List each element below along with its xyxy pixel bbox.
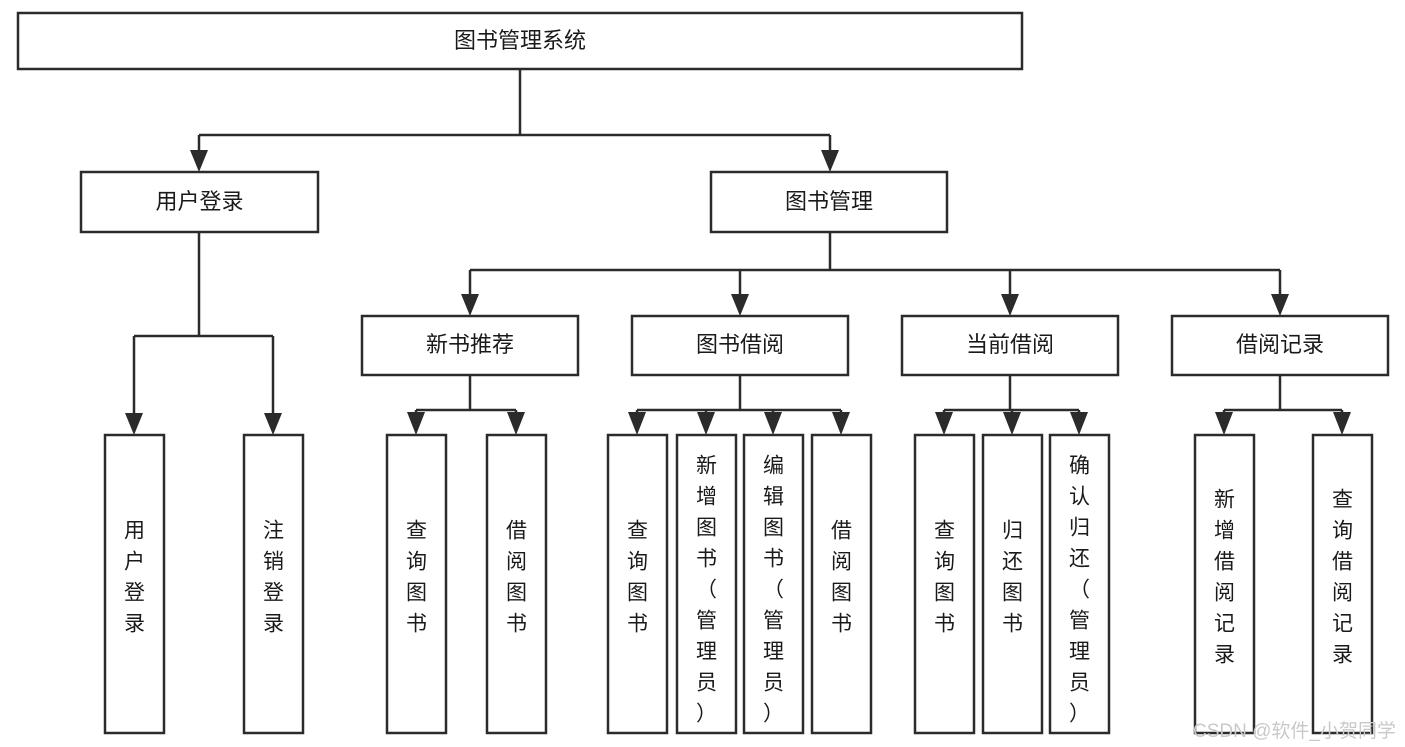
node-leaf-query-book-current-label: 查询图书	[934, 520, 955, 636]
node-leaf-borrow-book-recommend-label: 借阅图书	[506, 520, 527, 636]
node-leaf-query-book-label: 查询图书	[627, 520, 648, 636]
node-leaf-user-login-box[interactable]	[103, 433, 166, 735]
arrow-head-book-management	[821, 150, 839, 172]
node-user-login[interactable]: 用户登录	[79, 170, 320, 234]
node-leaf-add-book-admin-label: 新增图书（管理员）	[696, 455, 717, 726]
node-new-book-recommend-box[interactable]	[360, 314, 580, 377]
arrow-head-leaf-user-login	[125, 413, 143, 435]
leaf-node-layer: 用户登录 注销登录 查询图书 借阅图书 查询图书 新增图书（管理员） 编辑图书（管理员） 借阅…	[103, 433, 1374, 735]
node-leaf-query-borrow-record-box[interactable]	[1311, 433, 1374, 735]
arrow-head-leaf-borrow-book-recommend	[507, 412, 525, 435]
node-leaf-query-book-current-box[interactable]	[913, 433, 976, 735]
arrow-head-leaf-query-book-current	[935, 412, 953, 435]
arrow-head-leaf-return-book	[1003, 412, 1021, 435]
node-leaf-query-book-current[interactable]: 查询图书	[913, 433, 976, 735]
node-borrow-record-box[interactable]	[1170, 314, 1390, 377]
node-leaf-borrow-book-recommend[interactable]: 借阅图书	[485, 433, 548, 735]
node-user-login-label: 用户登录	[155, 189, 243, 214]
node-leaf-confirm-return-admin-label: 确认归还（管理员）	[1069, 455, 1090, 726]
node-leaf-query-book-box[interactable]	[606, 433, 669, 735]
arrow-head-new-book-recommend	[461, 294, 479, 316]
node-leaf-query-borrow-record-label: 查询借阅记录	[1332, 489, 1353, 667]
arrow-head-leaf-add-borrow-record	[1215, 412, 1233, 435]
node-leaf-user-login-label: 用户登录	[124, 520, 145, 636]
node-leaf-query-book[interactable]: 查询图书	[606, 433, 669, 735]
arrow-head-leaf-query-book	[628, 412, 646, 435]
node-leaf-confirm-return-admin-box[interactable]	[1048, 433, 1111, 735]
arrow-head-leaf-query-borrow-record	[1333, 412, 1351, 435]
node-leaf-user-login[interactable]: 用户登录	[103, 433, 166, 735]
node-leaf-query-book-recommend[interactable]: 查询图书	[385, 433, 448, 735]
node-leaf-return-book-box[interactable]	[981, 433, 1044, 735]
node-book-borrow-label: 图书借阅	[696, 332, 784, 357]
node-user-login-box[interactable]	[79, 170, 320, 234]
node-book-borrow-box[interactable]	[630, 314, 850, 377]
node-leaf-query-book-recommend-label: 查询图书	[406, 520, 427, 636]
node-leaf-borrow-book-label: 借阅图书	[831, 520, 852, 636]
node-leaf-confirm-return-admin[interactable]: 确认归还（管理员）	[1048, 433, 1111, 735]
node-leaf-add-borrow-record-box[interactable]	[1193, 433, 1256, 735]
csdn-watermark: CSDN @软件_小贺同学	[1193, 720, 1396, 742]
node-leaf-add-book-admin-box[interactable]	[675, 433, 738, 735]
arrow-head-borrow-record	[1271, 294, 1289, 316]
node-leaf-edit-book-admin-label: 编辑图书（管理员）	[763, 455, 784, 726]
node-root[interactable]: 图书管理系统	[16, 11, 1024, 71]
node-leaf-edit-book-admin-box[interactable]	[742, 433, 805, 735]
node-leaf-add-borrow-record[interactable]: 新增借阅记录	[1193, 433, 1256, 735]
node-borrow-record-label: 借阅记录	[1236, 332, 1324, 357]
node-leaf-logout-box[interactable]	[242, 433, 305, 735]
node-leaf-add-book-admin[interactable]: 新增图书（管理员）	[675, 433, 738, 735]
arrow-head-leaf-query-book-recommend	[407, 412, 425, 435]
arrow-head-leaf-add-book-admin	[697, 412, 715, 435]
node-leaf-logout[interactable]: 注销登录	[242, 433, 305, 735]
node-borrow-record[interactable]: 借阅记录	[1170, 314, 1390, 377]
arrow-head-book-borrow	[731, 294, 749, 316]
node-new-book-recommend-label: 新书推荐	[426, 332, 514, 357]
node-leaf-add-borrow-record-label: 新增借阅记录	[1214, 489, 1235, 667]
node-current-borrow-label: 当前借阅	[966, 332, 1054, 357]
node-leaf-edit-book-admin[interactable]: 编辑图书（管理员）	[742, 433, 805, 735]
arrow-head-user-login	[190, 150, 208, 172]
arrow-head-leaf-borrow-book	[832, 412, 850, 435]
node-current-borrow-box[interactable]	[900, 314, 1120, 377]
node-root-box[interactable]	[16, 11, 1024, 71]
node-leaf-query-book-recommend-box[interactable]	[385, 433, 448, 735]
node-leaf-borrow-book[interactable]: 借阅图书	[810, 433, 873, 735]
connector-layer	[125, 69, 1351, 435]
node-root-label: 图书管理系统	[454, 28, 586, 53]
node-leaf-borrow-book-recommend-box[interactable]	[485, 433, 548, 735]
node-leaf-query-borrow-record[interactable]: 查询借阅记录	[1311, 433, 1374, 735]
node-book-management-label: 图书管理	[785, 189, 873, 214]
node-new-book-recommend[interactable]: 新书推荐	[360, 314, 580, 377]
node-book-management[interactable]: 图书管理	[709, 170, 949, 234]
arrow-head-leaf-edit-book-admin	[764, 412, 782, 435]
node-book-borrow[interactable]: 图书借阅	[630, 314, 850, 377]
node-book-management-box[interactable]	[709, 170, 949, 234]
node-leaf-return-book[interactable]: 归还图书	[981, 433, 1044, 735]
arrow-head-current-borrow	[1001, 294, 1019, 316]
arrow-head-leaf-confirm-return-admin	[1070, 412, 1088, 435]
node-leaf-logout-label: 注销登录	[263, 520, 284, 636]
arrow-head-leaf-logout	[264, 413, 282, 435]
node-leaf-return-book-label: 归还图书	[1002, 520, 1023, 636]
node-leaf-borrow-book-box[interactable]	[810, 433, 873, 735]
node-current-borrow[interactable]: 当前借阅	[900, 314, 1120, 377]
